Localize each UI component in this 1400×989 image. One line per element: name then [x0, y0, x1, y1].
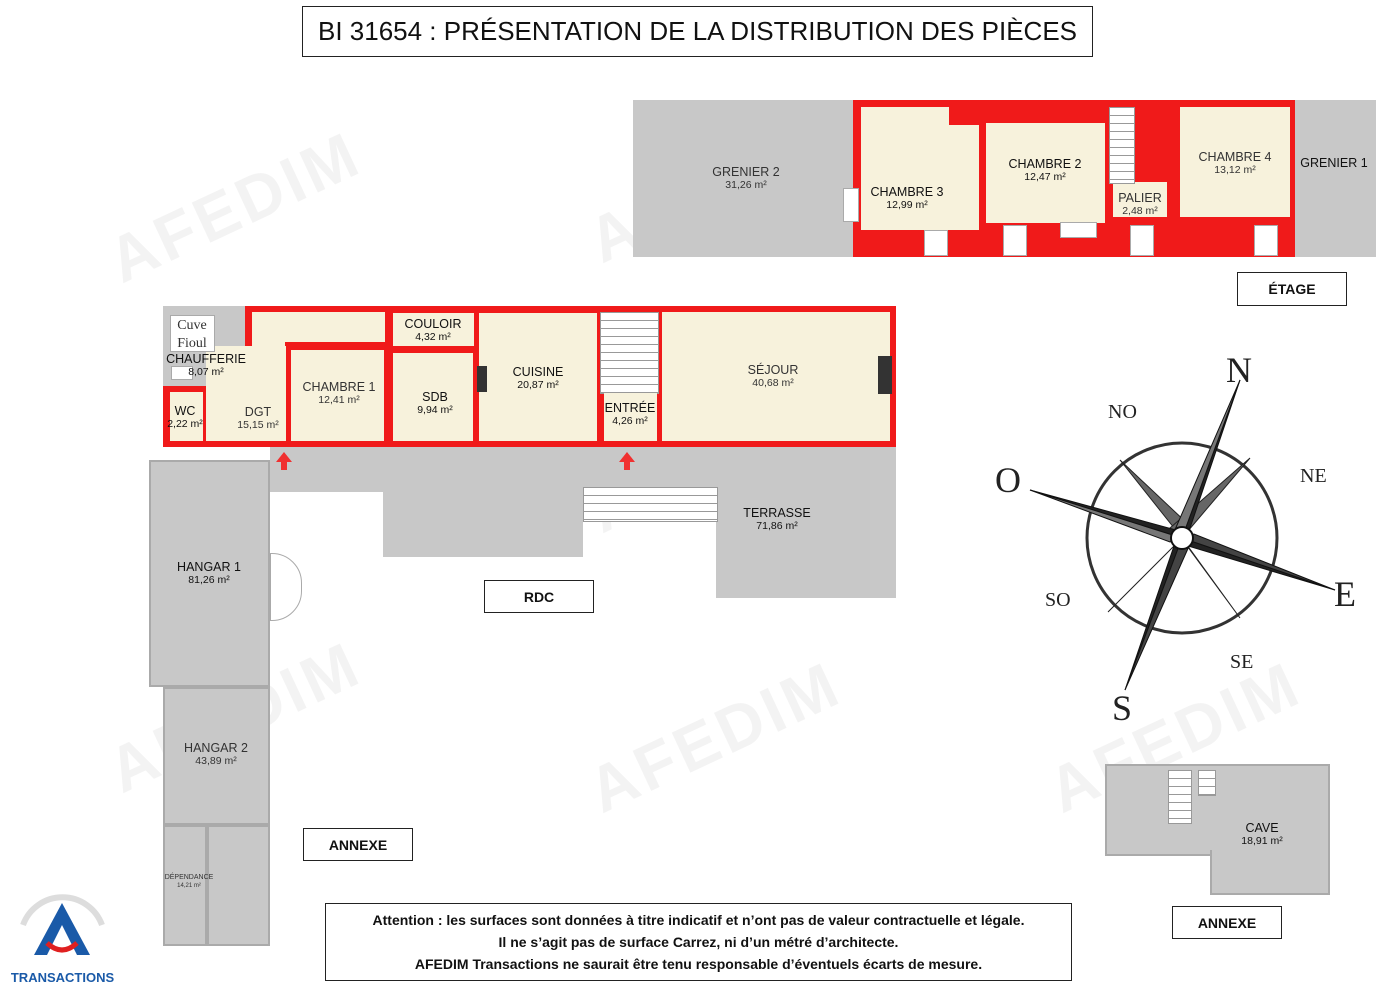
disclaimer-line: Il ne s’agit pas de surface Carrez, ni d…	[498, 934, 899, 950]
room-grenier-1: GRENIER 1	[1300, 156, 1368, 170]
logo-text: TRANSACTIONS	[10, 970, 115, 985]
floor-label-annexe-cave: ANNEXE	[1172, 906, 1282, 939]
compass-s: S	[1112, 688, 1132, 728]
compass-no: NO	[1108, 401, 1137, 423]
disclaimer-box: Attention : les surfaces sont données à …	[325, 903, 1072, 981]
disclaimer-line: AFEDIM Transactions ne saurait être tenu…	[414, 956, 983, 972]
entrance-arrow-icon	[276, 452, 292, 470]
entrance-arrow-icon	[619, 452, 635, 470]
floor-label-rdc: RDC	[484, 580, 594, 613]
compass-ne: NE	[1300, 465, 1327, 487]
page-title: BI 31654 : PRÉSENTATION DE LA DISTRIBUTI…	[302, 6, 1093, 57]
compass-rose-icon: N NO NE O E SO SE S	[995, 350, 1356, 728]
disclaimer-line: Attention : les surfaces sont données à …	[372, 912, 1025, 928]
compass-o: O	[995, 460, 1021, 500]
compass-se: SE	[1230, 651, 1253, 673]
watermark: AFEDIM	[577, 647, 852, 827]
afedim-logo: TRANSACTIONS	[5, 885, 120, 985]
compass-so: SO	[1045, 589, 1071, 611]
compass-e: E	[1334, 574, 1356, 614]
watermark: AFEDIM	[97, 117, 372, 297]
floor-label-etage: ÉTAGE	[1237, 272, 1347, 306]
logo-a-icon	[20, 894, 105, 955]
floor-label-annexe: ANNEXE	[303, 828, 413, 861]
compass-n: N	[1226, 350, 1252, 390]
